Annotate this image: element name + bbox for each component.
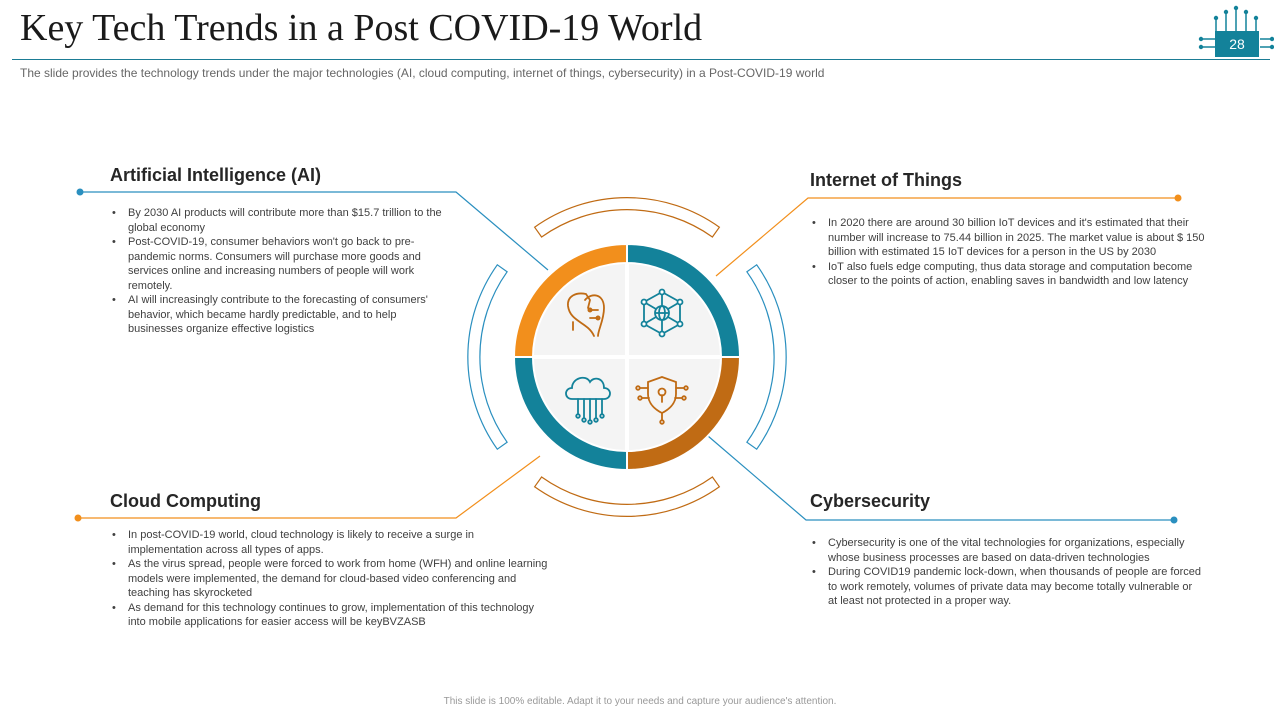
title-divider xyxy=(12,59,1270,60)
cyber-section-title: Cybersecurity xyxy=(810,491,931,511)
cloud-bullet: In post-COVID-19 world, cloud technology… xyxy=(110,528,550,557)
iot-bullet: In 2020 there are around 30 billion IoT … xyxy=(810,216,1212,260)
iot-bullet: IoT also fuels edge computing, thus data… xyxy=(810,260,1212,289)
cloud-circuit-icon xyxy=(565,376,611,425)
iot-connector-dot xyxy=(1174,194,1182,202)
slide-subtitle: The slide provides the technology trends… xyxy=(20,66,825,80)
cloud-bullet: As demand for this technology continues … xyxy=(110,601,550,630)
outer-arc-bottom xyxy=(533,476,721,517)
cyber-bullet: During COVID19 pandemic lock-down, when … xyxy=(810,565,1202,609)
ai-head-icon xyxy=(567,292,605,337)
page-title: Key Tech Trends in a Post COVID-19 World xyxy=(20,7,703,49)
cyber-bullet-list: Cybersecurity is one of the vital techno… xyxy=(810,536,1202,609)
cloud-connector-dot xyxy=(74,514,82,522)
ai-bullet-list: By 2030 AI products will contribute more… xyxy=(110,206,450,337)
shield-lock-icon xyxy=(635,376,689,425)
cloud-bullet-list: In post-COVID-19 world, cloud technology… xyxy=(110,528,550,630)
cloud-connector-line xyxy=(78,455,541,519)
ai-section-title: Artificial Intelligence (AI) xyxy=(110,165,322,185)
cyber-connector-dot xyxy=(1170,516,1178,524)
outer-arc-top xyxy=(533,197,721,238)
iot-section-title: Internet of Things xyxy=(810,170,962,190)
circuit-chip-icon xyxy=(1198,5,1274,50)
ai-bullet: By 2030 AI products will contribute more… xyxy=(110,206,450,235)
cloud-section-title: Cloud Computing xyxy=(110,491,261,511)
ring-quadrant-cloud xyxy=(512,356,628,472)
page-number-badge: 28 xyxy=(1215,31,1259,57)
cyber-connector-line xyxy=(707,435,1174,521)
ai-bullet: AI will increasingly contribute to the f… xyxy=(110,293,450,337)
iot-connector-line xyxy=(715,197,1178,277)
outer-arc-right xyxy=(746,263,787,451)
ai-bullet: Post-COVID-19, consumer behaviors won't … xyxy=(110,235,450,293)
iot-bullet-list: In 2020 there are around 30 billion IoT … xyxy=(810,216,1212,289)
cyber-bullet: Cybersecurity is one of the vital techno… xyxy=(810,536,1202,565)
ai-connector-dot xyxy=(76,188,84,196)
network-globe-icon xyxy=(640,288,684,338)
ai-connector-line xyxy=(80,191,549,271)
cloud-bullet: As the virus spread, people were forced … xyxy=(110,557,550,601)
slide-footer: This slide is 100% editable. Adapt it to… xyxy=(443,696,837,707)
outer-arc-left xyxy=(467,263,508,451)
